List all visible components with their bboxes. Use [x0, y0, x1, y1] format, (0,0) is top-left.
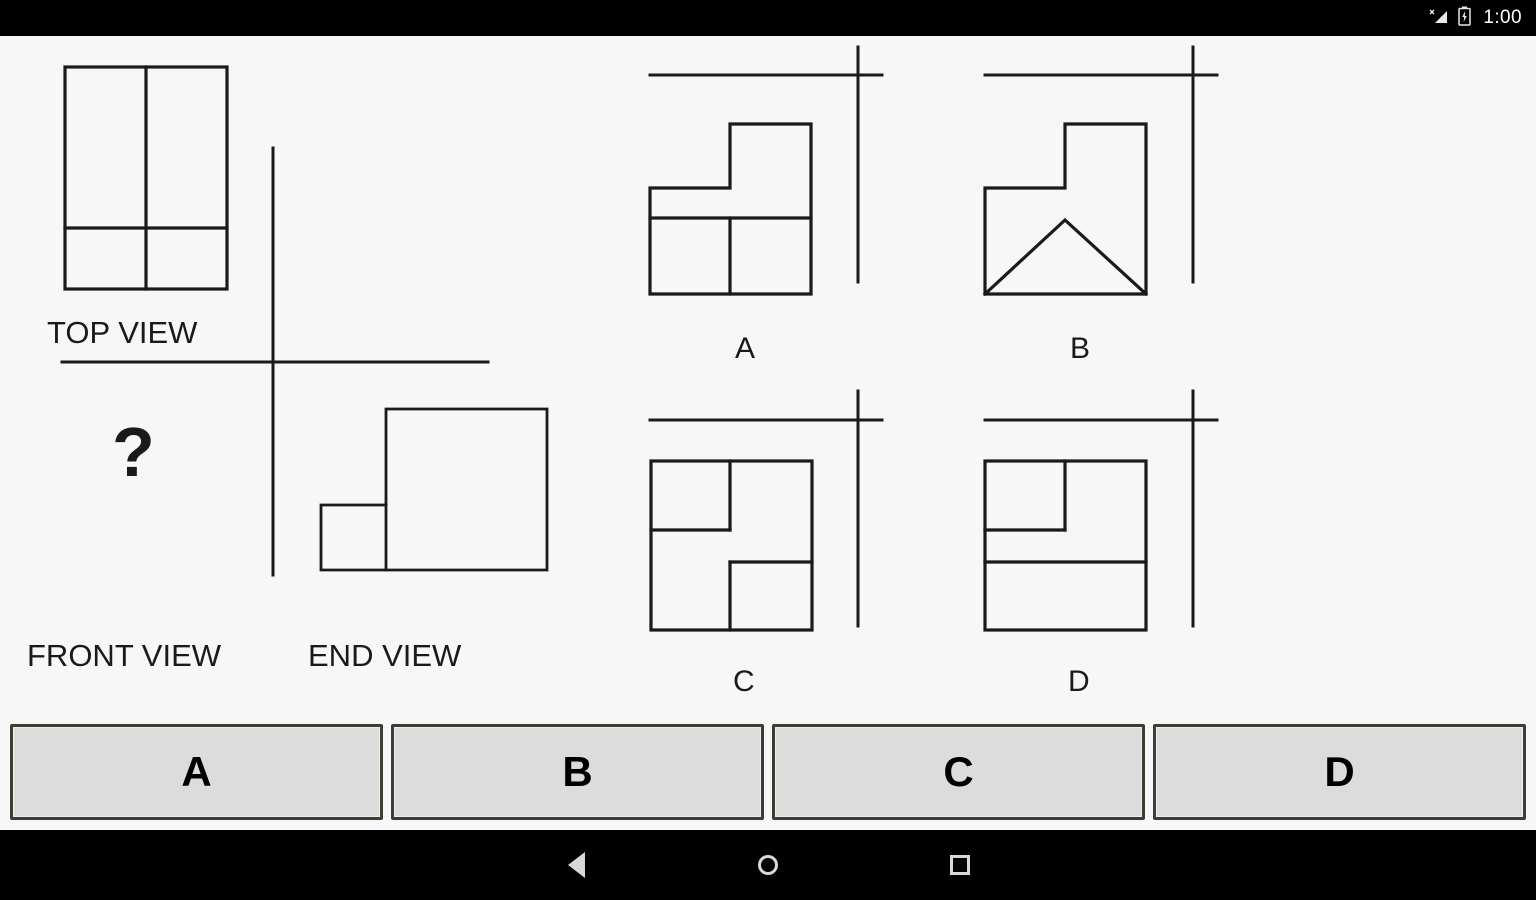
status-clock: 1:00	[1483, 7, 1522, 28]
end-view-figure	[319, 407, 549, 572]
option-a-figure	[648, 45, 884, 296]
answer-button-bar: A B C D	[0, 714, 1536, 830]
option-c-figure	[648, 389, 884, 632]
home-circle-icon	[758, 855, 778, 875]
nav-recents-button[interactable]	[864, 830, 1056, 900]
option-d-label: D	[1068, 665, 1090, 698]
answer-button-b[interactable]: B	[391, 724, 764, 820]
signal-icon	[1427, 7, 1449, 30]
reference-axes	[60, 146, 490, 577]
orthographic-diagram: TOP VIEW FRONT VIEW END VIEW ? A B C D	[27, 45, 1219, 698]
android-navigation-bar	[0, 830, 1536, 900]
option-c-axes	[648, 389, 884, 628]
battery-icon	[1458, 6, 1472, 31]
status-icons: 1:00	[1427, 6, 1522, 31]
option-b-axes	[983, 45, 1219, 284]
front-view-label: FRONT VIEW	[27, 638, 222, 673]
status-bar: 1:00	[0, 0, 1536, 36]
nav-back-button[interactable]	[480, 830, 672, 900]
option-a-axes	[648, 45, 884, 284]
nav-spacer-left	[288, 830, 480, 900]
answer-button-d[interactable]: D	[1153, 724, 1526, 820]
option-d-figure	[983, 389, 1219, 632]
option-d-axes	[983, 389, 1219, 628]
question-mark: ?	[112, 413, 155, 491]
nav-home-button[interactable]	[672, 830, 864, 900]
top-view-figure	[63, 65, 229, 291]
back-triangle-icon	[567, 852, 585, 878]
nav-spacer-right	[1056, 830, 1248, 900]
option-b-figure	[982, 45, 1219, 297]
answer-button-c[interactable]: C	[772, 724, 1145, 820]
question-canvas: TOP VIEW FRONT VIEW END VIEW ? A B C D	[0, 36, 1536, 830]
option-c-label: C	[733, 665, 755, 698]
top-view-label: TOP VIEW	[47, 315, 198, 350]
option-a-label: A	[735, 332, 755, 365]
end-view-label: END VIEW	[308, 638, 462, 673]
recents-square-icon	[950, 855, 970, 875]
answer-button-a[interactable]: A	[10, 724, 383, 820]
option-b-label: B	[1070, 332, 1090, 365]
